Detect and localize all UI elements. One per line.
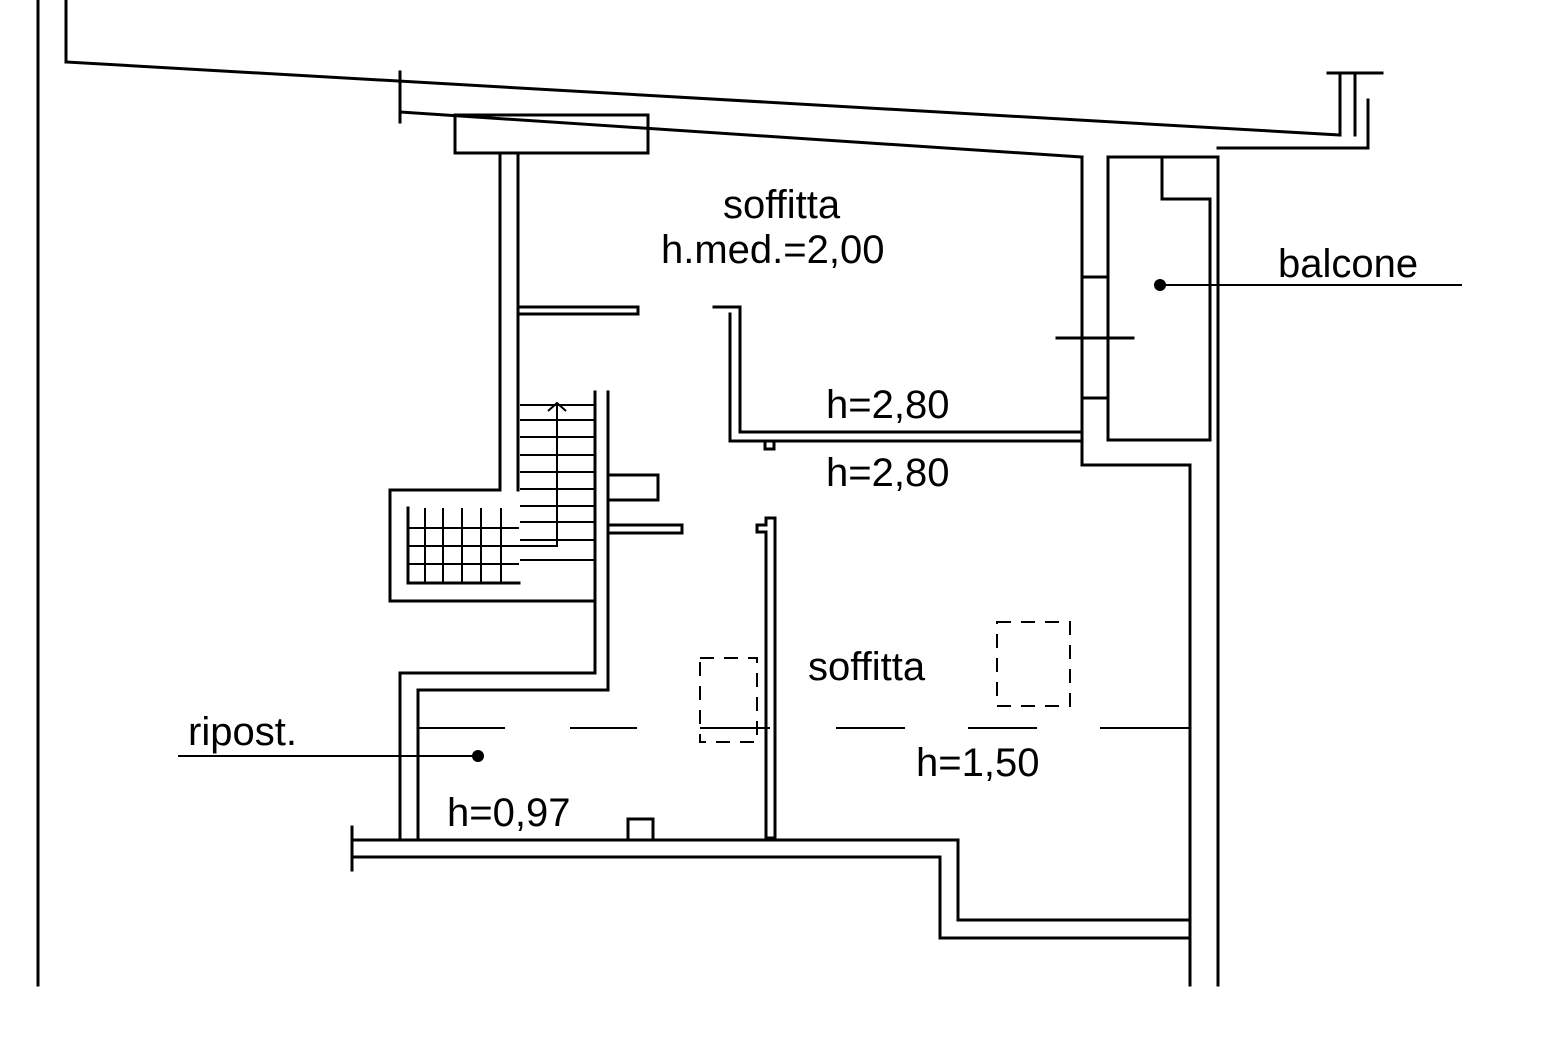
room-height-soffitta-upper: h.med.=2,00 — [661, 228, 885, 272]
skylight — [699, 657, 758, 743]
walls — [350, 71, 1370, 987]
stairs — [408, 401, 595, 583]
leader-ripost — [178, 750, 484, 762]
skylight — [996, 621, 1071, 707]
roof-line — [64, 60, 1384, 159]
corridor-height-upper: h=2,80 — [826, 383, 949, 427]
room-name-soffitta-lower: soffitta — [808, 645, 926, 689]
beam — [453, 113, 650, 155]
label-balcone: balcone — [1278, 242, 1418, 286]
room-name-soffitta-upper: soffitta — [723, 183, 841, 227]
room-height-soffitta-lower: h=1,50 — [916, 741, 1039, 785]
leader-balcone — [1154, 279, 1462, 291]
ripostiglio-height: h=0,97 — [447, 791, 570, 835]
left-boundary — [36, 0, 68, 987]
label-ripostiglio: ripost. — [188, 710, 297, 754]
corridor-height-lower: h=2,80 — [826, 451, 949, 495]
